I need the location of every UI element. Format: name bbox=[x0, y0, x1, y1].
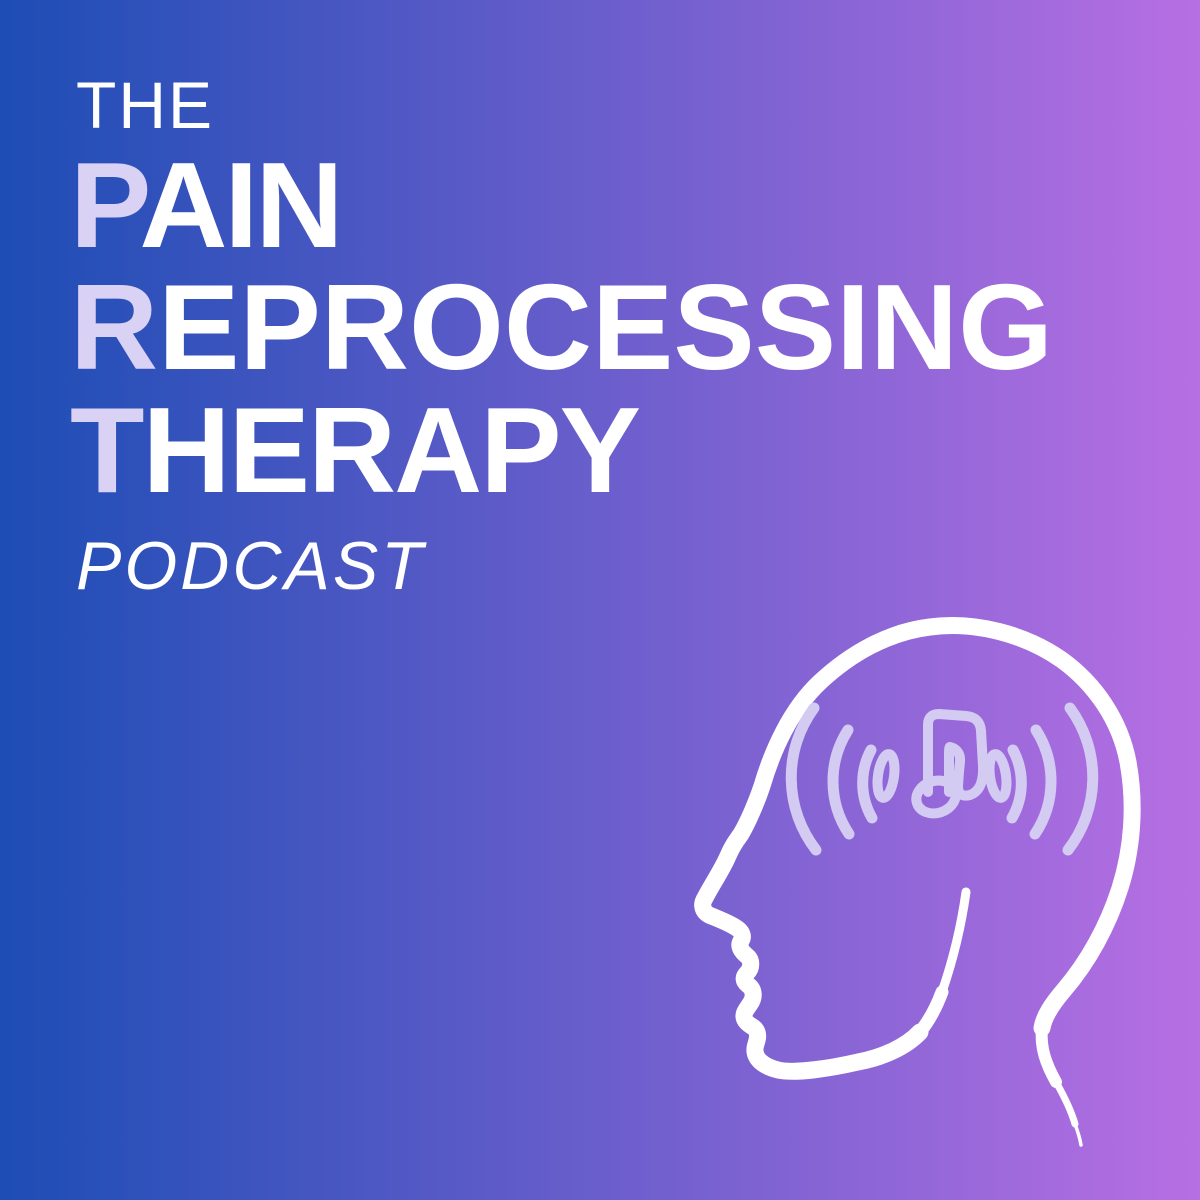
kicker-text: THE bbox=[76, 68, 214, 142]
head-outline-main bbox=[694, 617, 1141, 1080]
wave-arc-middle bbox=[827, 724, 855, 840]
neck-line-tip bbox=[1073, 1122, 1083, 1147]
title-rest: AIN bbox=[139, 137, 343, 273]
title-accent-letter: T bbox=[70, 382, 145, 518]
wave-arc-inner bbox=[1006, 744, 1027, 824]
wave-arc-outer bbox=[785, 702, 822, 856]
wave-arc-middle bbox=[1029, 724, 1057, 840]
wave-arc-outer bbox=[1062, 702, 1099, 856]
neck-line-upper bbox=[1035, 1022, 1062, 1088]
sound-wave-left-icon bbox=[785, 702, 900, 856]
jaw-line-taper-thick bbox=[913, 985, 949, 1039]
title-accent-letter: R bbox=[70, 259, 159, 395]
title-line-therapy: THERAPY bbox=[70, 389, 641, 511]
neck-line-mid bbox=[1052, 1078, 1079, 1128]
note-stem-and-flag bbox=[923, 709, 989, 801]
wave-center-bean bbox=[984, 749, 1012, 803]
sound-wave-right-icon bbox=[984, 702, 1099, 856]
wave-arc-inner bbox=[857, 744, 878, 824]
title-line-pain: PAIN bbox=[70, 144, 343, 266]
head-outline bbox=[694, 617, 1141, 1147]
wave-center-bean bbox=[872, 749, 900, 803]
jaw-line-taper-thin bbox=[937, 887, 971, 997]
title-line-reprocessing: REPROCESSING bbox=[70, 266, 1053, 388]
title-accent-letter: P bbox=[70, 137, 142, 273]
title-rest: HERAPY bbox=[142, 382, 641, 518]
title-rest: EPROCESSING bbox=[158, 259, 1053, 395]
subtitle-text: PODCAST bbox=[76, 528, 426, 604]
music-note-icon bbox=[911, 709, 989, 819]
